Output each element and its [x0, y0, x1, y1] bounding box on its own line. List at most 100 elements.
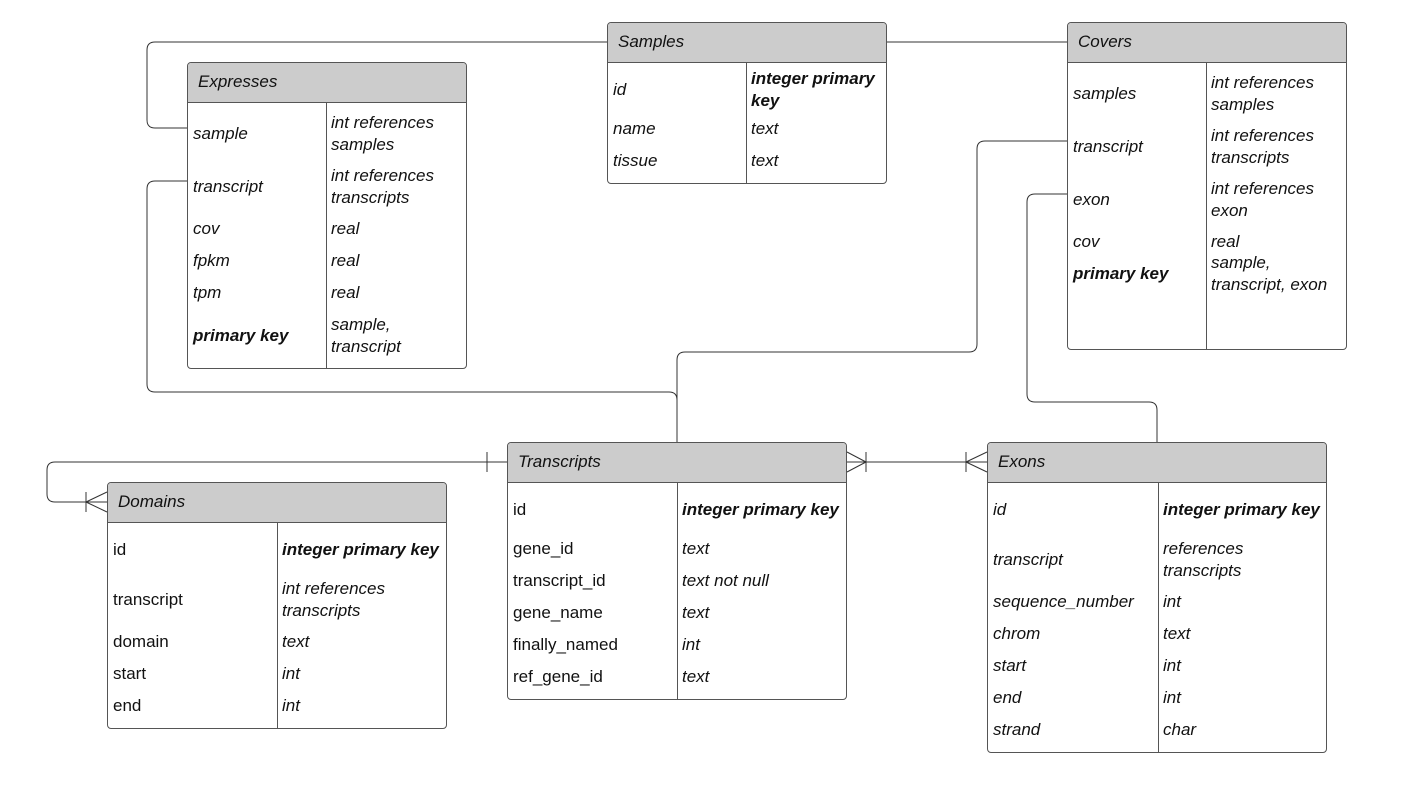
column-type: text: [282, 632, 310, 651]
table-row: tpm real: [188, 277, 466, 309]
column-type: real: [331, 283, 360, 302]
column-type: int references exon: [1211, 178, 1314, 220]
column-type: text: [751, 119, 779, 138]
column-name: transcript: [1073, 136, 1143, 156]
column-name: cov: [193, 219, 220, 238]
domains-column-divider: [277, 523, 278, 728]
exons-column-divider: [1158, 483, 1159, 752]
column-type: text: [682, 603, 710, 622]
table-row: gene_id text: [508, 533, 846, 565]
column-name: sample: [193, 123, 248, 143]
column-type: int: [282, 696, 300, 715]
column-type: text: [682, 539, 710, 558]
column-name: transcript: [993, 549, 1063, 569]
column-type: references transcripts: [1163, 538, 1244, 580]
column-name: fpkm: [193, 251, 230, 270]
column-name: exon: [1073, 189, 1110, 209]
column-name: gene_id: [513, 539, 574, 558]
column-name: finally_named: [513, 635, 618, 654]
column-type: integer primary key: [682, 500, 839, 519]
column-name: id: [993, 500, 1007, 519]
transcripts-column-divider: [677, 483, 678, 699]
column-type: sample, transcript, exon: [1211, 253, 1328, 294]
column-type: real: [331, 219, 360, 238]
column-name: samples: [1073, 83, 1137, 103]
table-row: end int: [108, 690, 446, 722]
column-type: int: [282, 664, 300, 683]
column-type: text: [1163, 624, 1191, 643]
column-name: name: [613, 119, 656, 138]
column-name: domain: [113, 632, 169, 651]
column-type: int references transcripts: [331, 165, 434, 207]
column-name: gene_name: [513, 603, 603, 622]
table-row: start int: [988, 650, 1326, 682]
table-expresses: Expresses sample int references samples tra…: [187, 62, 467, 369]
table-row: chrom text: [988, 618, 1326, 650]
table-row: gene_name text: [508, 597, 846, 629]
link-expresses-samples: [146, 41, 607, 129]
table-row: domain text: [108, 626, 446, 658]
column-type: int references transcripts: [1211, 125, 1314, 167]
table-row: start int: [108, 658, 446, 690]
link-covers-transcripts: [676, 140, 1067, 442]
column-type: char: [1163, 720, 1197, 739]
domains-table-title: Domains: [108, 483, 446, 523]
expresses-table-title: Expresses: [188, 63, 466, 103]
column-type: integer primary key: [1163, 500, 1320, 519]
covers-column-divider: [1206, 63, 1207, 349]
link-transcripts-domains: [46, 461, 507, 503]
column-type: sample, transcript: [331, 314, 401, 356]
table-row: transcript references transcripts: [988, 533, 1326, 586]
column-type: text: [682, 667, 710, 686]
column-name: primary key: [193, 325, 289, 345]
table-row: cov real: [188, 213, 466, 245]
column-type: real: [331, 251, 360, 270]
column-name: start: [993, 656, 1027, 675]
column-name: strand: [993, 720, 1041, 739]
column-name: sequence_number: [993, 592, 1134, 611]
column-type: int: [1163, 656, 1181, 675]
table-row: cov real: [1068, 226, 1346, 258]
column-name: tpm: [193, 283, 222, 302]
column-name: chrom: [993, 624, 1041, 643]
column-type: real: [1211, 232, 1240, 251]
table-row: sequence_number int: [988, 586, 1326, 618]
table-row: exon int references exon: [1068, 173, 1346, 226]
column-type: text: [751, 151, 779, 170]
table-row: sample int references samples: [188, 107, 466, 160]
column-name: id: [113, 540, 127, 559]
table-row: transcript int references transcripts: [1068, 120, 1346, 173]
transcripts-table-title: Transcripts: [508, 443, 846, 483]
exons-table-body: id integer primary key transcript reference…: [988, 483, 1326, 752]
column-name: cov: [1073, 232, 1100, 251]
column-name: transcript_id: [513, 571, 606, 590]
column-type: integer primary key: [282, 540, 439, 559]
column-type: int: [1163, 592, 1181, 611]
column-name: transcript: [113, 589, 183, 609]
exons-table-title: Exons: [988, 443, 1326, 483]
table-exons: Exons id integer primary key transcript refe…: [987, 442, 1327, 753]
samples-column-divider: [746, 63, 747, 183]
column-name: end: [113, 696, 142, 715]
table-row: name text: [608, 113, 886, 145]
column-name: end: [993, 688, 1022, 707]
column-type: int references samples: [331, 112, 434, 154]
column-name: start: [113, 664, 147, 683]
